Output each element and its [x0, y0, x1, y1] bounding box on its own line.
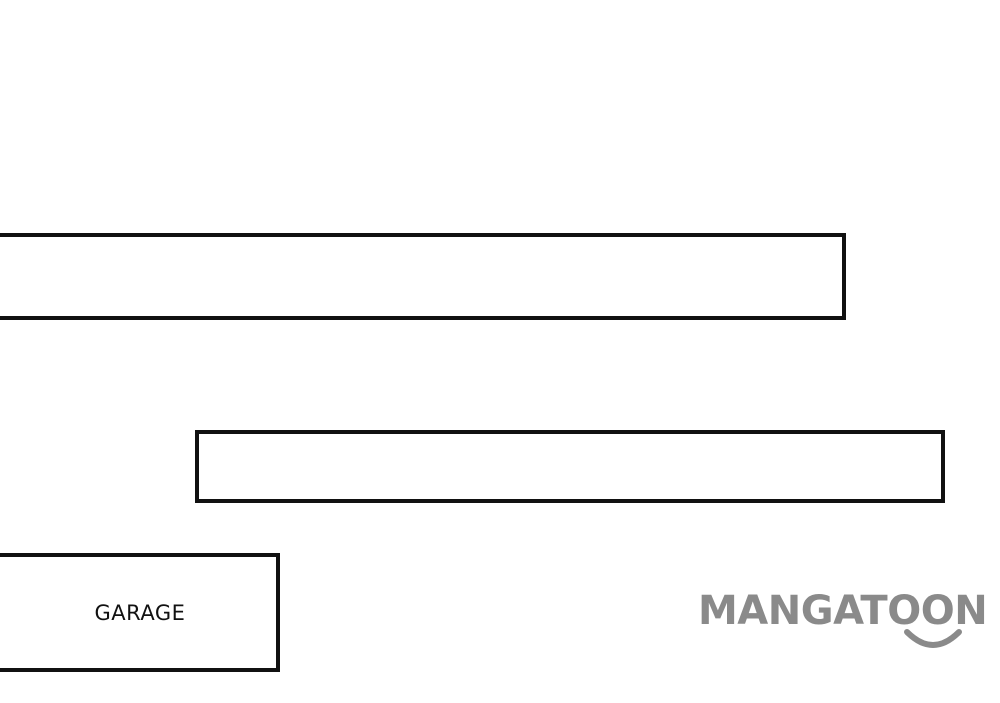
- comic-panel-top: [0, 233, 846, 320]
- comic-panel-middle: [195, 430, 945, 503]
- mangatoon-logo: MANGATOON: [698, 588, 1000, 654]
- smile-icon: [904, 629, 962, 648]
- comic-panel-garage: GARAGE: [0, 553, 280, 672]
- garage-caption: GARAGE: [94, 600, 186, 625]
- logo-wordmark: MANGATOON: [698, 588, 988, 634]
